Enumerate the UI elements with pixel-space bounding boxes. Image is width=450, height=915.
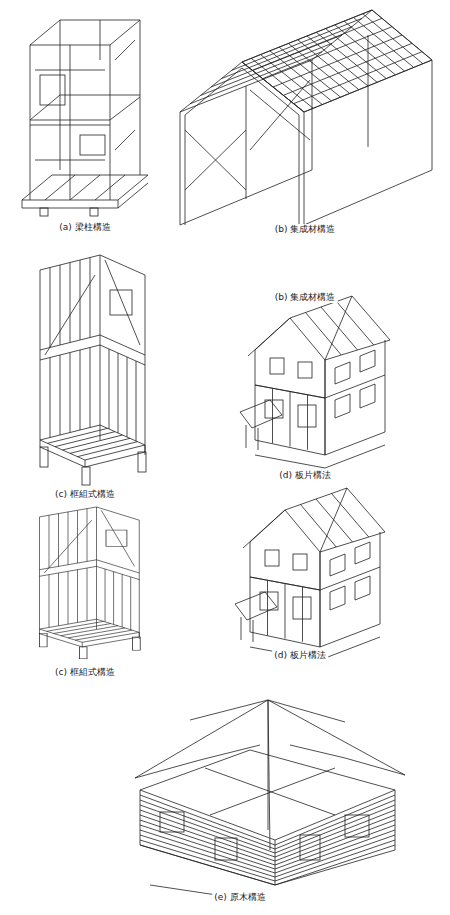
platform-frame <box>40 255 146 485</box>
glulam-frame <box>180 10 432 225</box>
figure-caption: (a) 梁柱構造 <box>57 222 112 233</box>
figure-caption: (c) 框組式構造 <box>53 489 117 500</box>
panel-house <box>240 296 390 468</box>
figure-caption: (d) 板片構法 <box>272 650 328 661</box>
figure-caption: (c) 框組式構造 <box>53 667 117 678</box>
figure-caption: (b) 集成材構造 <box>273 292 338 303</box>
log-house <box>135 700 405 900</box>
figure-caption: (d) 板片構法 <box>277 470 333 481</box>
figure-caption: (b) 集成材構造 <box>273 224 338 235</box>
figure-caption: (e) 原木構造 <box>212 892 267 903</box>
post-beam-frame <box>22 20 148 216</box>
